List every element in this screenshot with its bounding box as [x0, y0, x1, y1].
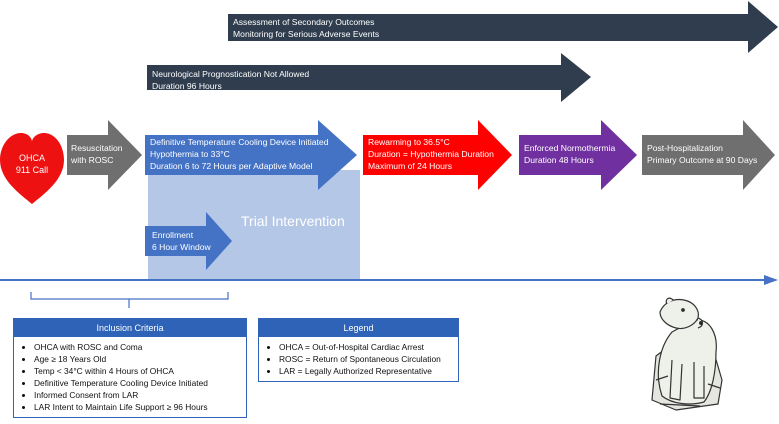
post-hospitalization-text: Post-Hospitalization Primary Outcome at … [647, 142, 757, 166]
inclusion-item: Informed Consent from LAR [34, 389, 246, 401]
rewarming-line1: Rewarming to 36.5°C [368, 137, 450, 147]
neuro-prognostication-text: Neurological Prognostication Not Allowed… [152, 68, 309, 92]
resuscitation-line1: Resuscitation [71, 143, 123, 153]
secondary-outcomes-arrow [228, 1, 778, 53]
inclusion-criteria-list: OHCA with ROSC and Coma Age ≥ 18 Years O… [14, 341, 246, 413]
inclusion-item: Definitive Temperature Cooling Device In… [34, 377, 246, 389]
legend-item: OHCA = Out-of-Hospital Cardiac Arrest [279, 341, 458, 353]
inclusion-item: Age ≥ 18 Years Old [34, 353, 246, 365]
resuscitation-line2: with ROSC [71, 155, 114, 165]
timeline-arrowhead [764, 275, 778, 285]
heart-label-line2: 911 Call [15, 165, 49, 175]
rewarming-text: Rewarming to 36.5°C Duration = Hypotherm… [368, 136, 494, 172]
trial-intervention-label: Trial Intervention [241, 213, 345, 229]
neuro-prognostication-arrow [147, 53, 591, 102]
legend-item: LAR = Legally Authorized Representative [279, 365, 458, 377]
secondary-outcomes-line1: Assessment of Secondary Outcomes [233, 17, 375, 27]
heart-label: OHCA 911 Call [2, 152, 62, 176]
neuro-line1: Neurological Prognostication Not Allowed [152, 69, 310, 79]
inclusion-bracket [30, 292, 229, 308]
enrollment-line2: 6 Hour Window [152, 242, 211, 252]
cooling-line3: Duration 6 to 72 Hours per Adaptive Mode… [150, 161, 313, 171]
normothermia-line2: Duration 48 Hours [524, 155, 594, 165]
post-line1: Post-Hospitalization [647, 143, 723, 153]
post-hospitalization-arrow [642, 120, 775, 190]
legend-list: OHCA = Out-of-Hospital Cardiac Arrest RO… [259, 341, 458, 377]
cooling-line1: Definitive Temperature Cooling Device In… [150, 137, 329, 147]
polar-bear-icon [651, 297, 723, 411]
cooling-text: Definitive Temperature Cooling Device In… [150, 136, 329, 172]
secondary-outcomes-text: Assessment of Secondary Outcomes Monitor… [233, 16, 379, 40]
legend-title: Legend [259, 319, 458, 337]
inclusion-criteria-title: Inclusion Criteria [14, 319, 246, 337]
resuscitation-arrow [67, 120, 142, 190]
normothermia-line1: Enforced Normothermia [524, 143, 616, 153]
cooling-line2: Hypothermia to 33°C [150, 149, 230, 159]
inclusion-item: OHCA with ROSC and Coma [34, 341, 246, 353]
heart-icon [0, 133, 64, 204]
inclusion-item: LAR Intent to Maintain Life Support ≥ 96… [34, 401, 246, 413]
legend-item: ROSC = Return of Spontaneous Circulation [279, 353, 458, 365]
inclusion-item: Temp < 34°C within 4 Hours of OHCA [34, 365, 246, 377]
trial-intervention-region [148, 170, 360, 280]
post-line2: Primary Outcome at 90 Days [647, 155, 758, 165]
cooling-arrow [145, 120, 357, 190]
rewarming-line2: Duration = Hypothermia Duration [368, 149, 494, 159]
inclusion-criteria-box: Inclusion Criteria OHCA with ROSC and Co… [13, 318, 247, 418]
rewarming-arrow [363, 120, 512, 190]
rewarming-line3: Maximum of 24 Hours [368, 161, 453, 171]
enrollment-arrow [145, 212, 232, 270]
heart-label-line1: OHCA [18, 153, 45, 163]
enrollment-text: Enrollment 6 Hour Window [152, 229, 211, 253]
secondary-outcomes-line2: Monitoring for Serious Adverse Events [233, 29, 380, 39]
enrollment-line1: Enrollment [152, 230, 194, 240]
normothermia-text: Enforced Normothermia Duration 48 Hours [524, 142, 615, 166]
normothermia-arrow [519, 120, 637, 190]
resuscitation-text: Resuscitation with ROSC [71, 142, 123, 166]
legend-box: Legend OHCA = Out-of-Hospital Cardiac Ar… [258, 318, 459, 382]
neuro-line2: Duration 96 Hours [152, 81, 222, 91]
